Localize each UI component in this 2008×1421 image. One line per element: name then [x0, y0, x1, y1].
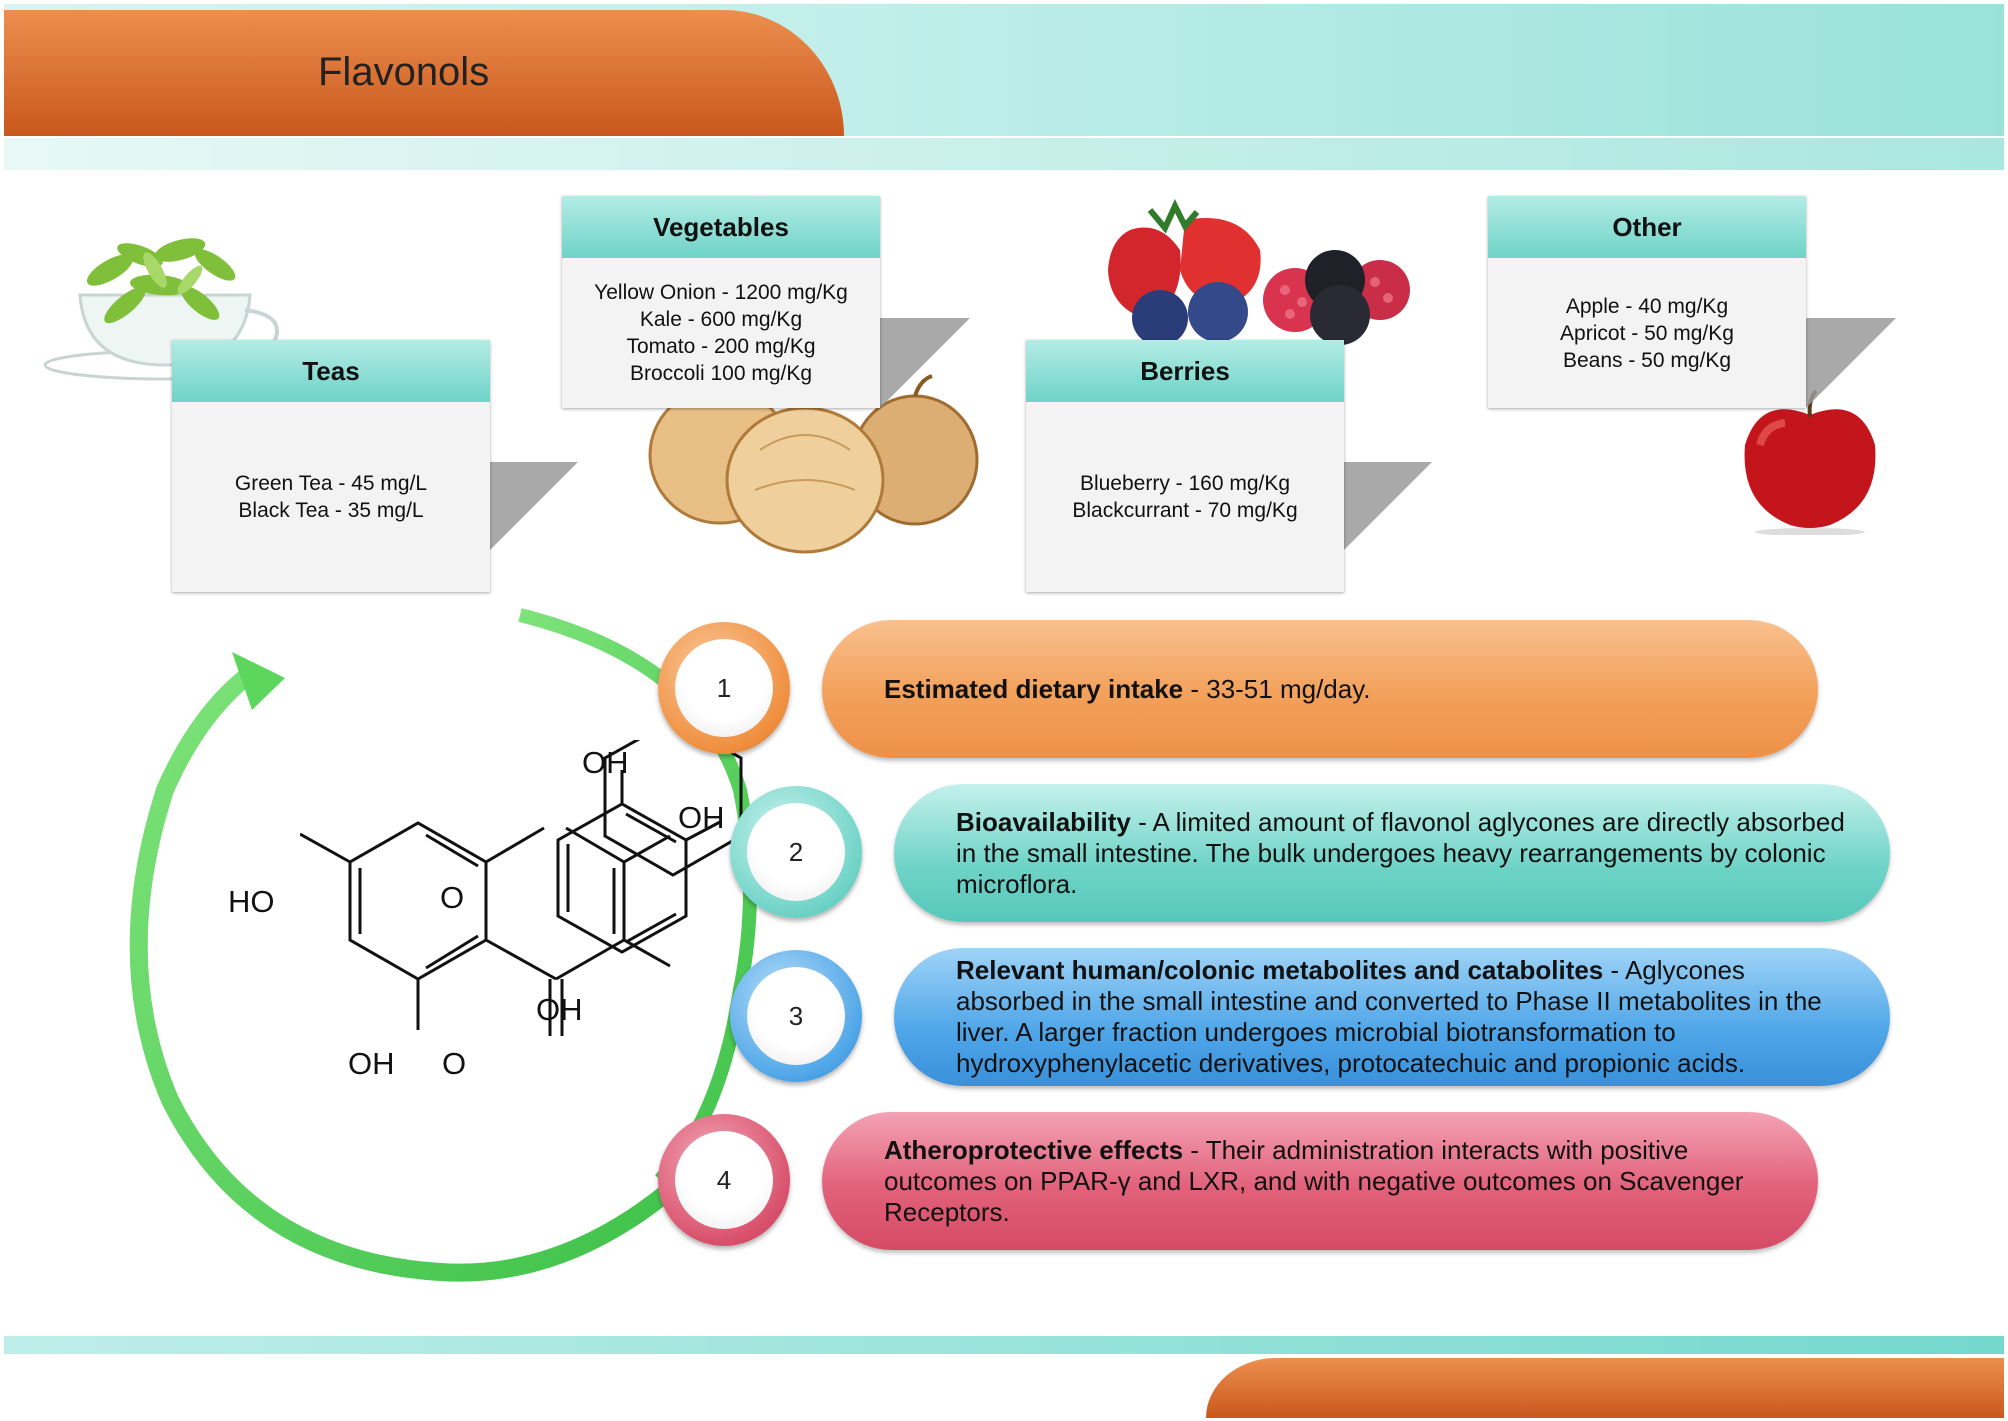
molecule-label: O: [440, 880, 465, 915]
molecule-label: OH: [536, 992, 583, 1027]
card-item: Broccoli 100 mg/Kg: [629, 362, 813, 385]
card-item: Blackcurrant - 70 mg/Kg: [1072, 499, 1298, 522]
header-strip: [4, 138, 2004, 170]
step-number-circle-4: 4: [658, 1114, 790, 1246]
step-number: 1: [675, 639, 773, 737]
step-pill-1: Estimated dietary intake - 33-51 mg/day.: [822, 620, 1818, 758]
step-description: - A limited amount of flavonol aglycones…: [956, 806, 1845, 899]
card-berries: Berries Blueberry - 160 mg/Kg Blackcurra…: [1026, 340, 1344, 592]
molecule-label: OH: [678, 800, 725, 835]
page-title: Flavonols: [318, 50, 490, 94]
card-body: Blueberry - 160 mg/Kg Blackcurrant - 70 …: [1026, 402, 1344, 592]
step-text: Estimated dietary intake - 33-51 mg/day.: [884, 674, 1784, 705]
card-title: Vegetables: [562, 196, 880, 258]
card-teas: Teas Green Tea - 45 mg/L Black Tea - 35 …: [172, 340, 490, 592]
apple-illustration: [1744, 389, 1876, 535]
molecule-label: HO: [228, 884, 275, 919]
header-title-tab: [4, 10, 844, 136]
step-heading: Bioavailability: [956, 806, 1131, 837]
step-text: Bioavailability - A limited amount of fl…: [956, 807, 1856, 900]
card-item: Yellow Onion - 1200 mg/Kg: [594, 281, 848, 304]
step-number-circle-2: 2: [730, 786, 862, 918]
molecule-label: OH: [582, 745, 629, 780]
arrow-head: [232, 652, 285, 710]
step-pill-3: Relevant human/colonic metabolites and c…: [894, 948, 1890, 1086]
footer-band: [4, 1336, 2004, 1354]
step-text: Atheroprotective effects - Their adminis…: [884, 1135, 1784, 1228]
step-description: - Their administration interacts with po…: [884, 1134, 1744, 1227]
molecule-b-ring: [556, 770, 721, 954]
card-body: Green Tea - 45 mg/L Black Tea - 35 mg/L: [172, 402, 490, 592]
molecule-diagram: [300, 740, 743, 1036]
onions-illustration: [648, 374, 979, 554]
step-heading: Atheroprotective effects: [884, 1134, 1184, 1165]
footer-tab: [1206, 1358, 2004, 1418]
other-card-shadow: [1806, 318, 1896, 408]
molecule-label: OH: [348, 1046, 395, 1081]
vegetables-card-shadow: [880, 318, 970, 408]
step-pill-2: Bioavailability - A limited amount of fl…: [894, 784, 1890, 922]
card-item: Kale - 600 mg/Kg: [639, 308, 803, 331]
step-number-circle-3: 3: [730, 950, 862, 1082]
teas-card-shadow: [488, 462, 578, 552]
berries-illustration: [1108, 199, 1410, 346]
molecule-label: O: [442, 1046, 467, 1081]
card-vegetables: Vegetables Yellow Onion - 1200 mg/Kg Kal…: [562, 196, 880, 408]
step-description: - Aglycones absorbed in the small intest…: [956, 955, 1822, 1078]
card-title: Teas: [172, 340, 490, 402]
card-item: Apricot - 50 mg/Kg: [1560, 321, 1734, 345]
card-item: Apple - 40 mg/Kg: [1565, 294, 1729, 318]
step-pill-4: Atheroprotective effects - Their adminis…: [822, 1112, 1818, 1250]
berries-card-shadow: [1342, 462, 1432, 552]
step-number: 3: [747, 967, 845, 1065]
card-other: Other Apple - 40 mg/Kg Apricot - 50 mg/K…: [1488, 196, 1806, 408]
card-item: Blueberry - 160 mg/Kg: [1079, 472, 1291, 495]
step-number: 4: [675, 1131, 773, 1229]
card-item: Green Tea - 45 mg/L: [234, 472, 428, 495]
step-heading: Relevant human/colonic metabolites and c…: [956, 955, 1604, 985]
card-item: Tomato - 200 mg/Kg: [626, 335, 816, 358]
card-item: Black Tea - 35 mg/L: [238, 499, 424, 522]
card-body: Apple - 40 mg/Kg Apricot - 50 mg/Kg Bean…: [1488, 258, 1806, 408]
card-item: Beans - 50 mg/Kg: [1562, 348, 1732, 372]
step-number-circle-1: 1: [658, 622, 790, 754]
card-title: Other: [1488, 196, 1806, 258]
step-text: Relevant human/colonic metabolites and c…: [956, 955, 1856, 1079]
step-heading: Estimated dietary intake: [884, 673, 1184, 704]
card-body: Yellow Onion - 1200 mg/Kg Kale - 600 mg/…: [562, 258, 880, 408]
card-title: Berries: [1026, 340, 1344, 402]
step-description: - 33-51 mg/day.: [1183, 673, 1371, 704]
step-number: 2: [747, 803, 845, 901]
